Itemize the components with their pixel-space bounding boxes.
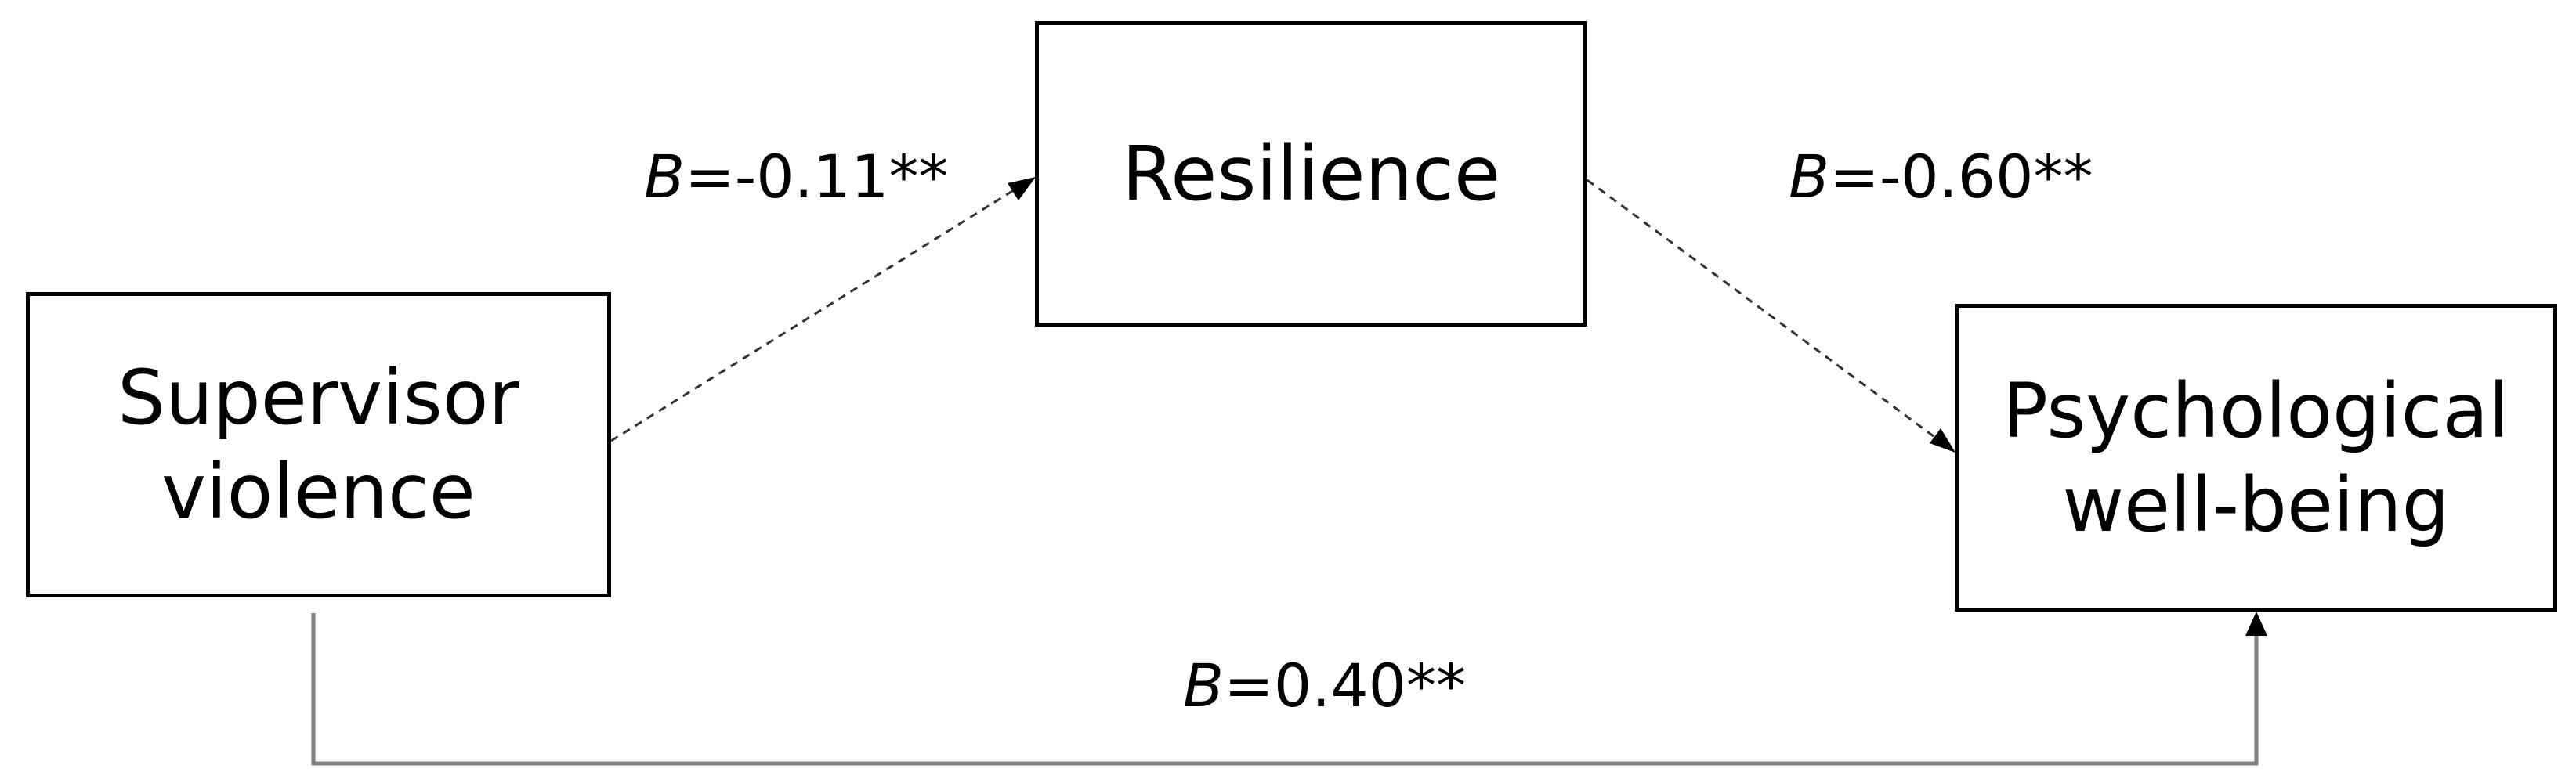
coefficient-value: =-0.60** (1829, 142, 2093, 211)
node-supervisor-violence-line2: violence (161, 448, 476, 536)
coefficient-symbol: B (1789, 142, 1830, 211)
coefficient-label-path-a: B=-0.11** (644, 147, 948, 207)
node-psychological-wellbeing-line1: Psychological (2003, 366, 2509, 455)
coefficient-symbol: B (644, 142, 686, 211)
node-supervisor-violence: Supervisor violence (26, 292, 611, 597)
coefficient-label-path-c: B=0.40** (1183, 656, 1466, 716)
node-supervisor-violence-line1: Supervisor (118, 354, 519, 442)
node-resilience: Resilience (1035, 21, 1587, 327)
arrowhead-violence-to-resilience (1008, 177, 1036, 200)
arrow-violence-to-resilience (610, 183, 1023, 442)
node-psychological-wellbeing: Psychological well-being (1955, 304, 2557, 612)
coefficient-value: =0.40** (1224, 651, 1467, 720)
coefficient-value: =-0.11** (685, 142, 949, 211)
arrow-violence-to-wellbeing (311, 613, 2259, 766)
node-psychological-wellbeing-line2: well-being (2062, 460, 2450, 549)
coefficient-symbol: B (1183, 651, 1225, 720)
node-resilience-label: Resilience (1121, 130, 1501, 218)
arrow-resilience-to-wellbeing (1586, 179, 1944, 445)
arrowhead-violence-to-wellbeing (2245, 612, 2267, 636)
arrowhead-resilience-to-wellbeing (1930, 428, 1956, 453)
coefficient-label-path-b: B=-0.60** (1789, 147, 2093, 207)
